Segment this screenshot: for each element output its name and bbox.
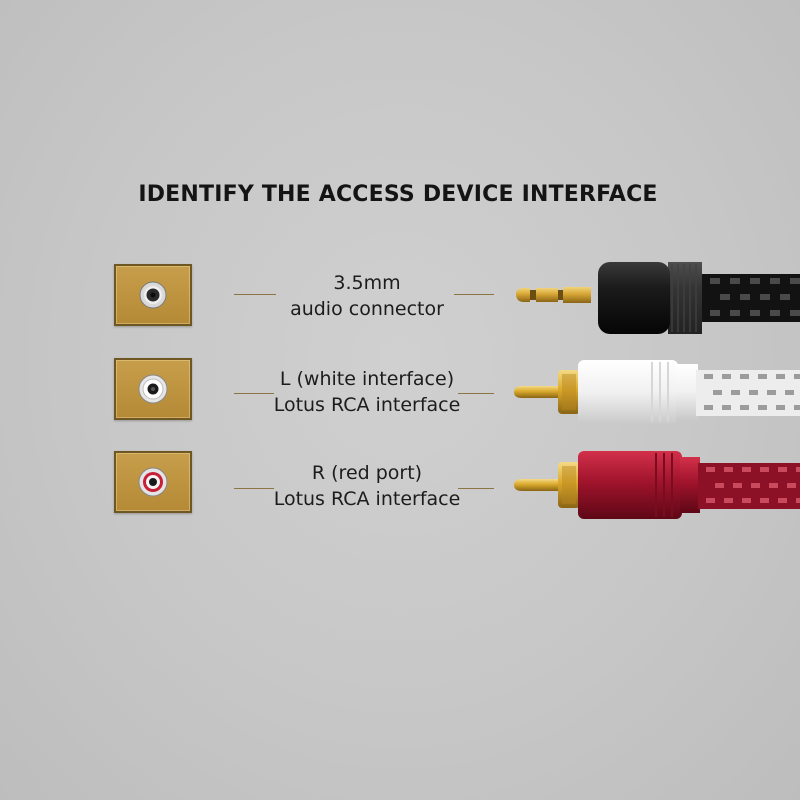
rca-white-plug-icon — [500, 342, 800, 442]
row-label-3.5mm: 3.5mm audio connector — [222, 270, 512, 322]
leader-line-right — [458, 488, 494, 489]
rca-red-port-icon — [114, 451, 192, 513]
leader-line-left — [234, 294, 276, 295]
row-label-right-red: R (red port) Lotus RCA interface — [222, 460, 512, 512]
label-line-1: R (red port) — [311, 462, 423, 484]
label-line-2: Lotus RCA interface — [273, 394, 461, 416]
label-line-2: audio connector — [290, 298, 444, 320]
3.5mm-plug-icon — [500, 250, 800, 340]
rca-red-plug-icon — [500, 435, 800, 535]
rca-white-port-icon — [114, 358, 192, 420]
label-line-1: 3.5mm — [333, 272, 401, 294]
page-title: IDENTIFY THE ACCESS DEVICE INTERFACE — [138, 182, 658, 207]
leader-line-left — [234, 393, 274, 394]
label-line-1: L (white interface) — [279, 368, 455, 390]
label-line-2: Lotus RCA interface — [273, 488, 461, 510]
row-label-left-white: L (white interface) Lotus RCA interface — [222, 366, 512, 418]
jack-3.5mm-port-icon — [114, 264, 192, 326]
leader-line-right — [458, 393, 494, 394]
leader-line-left — [234, 488, 274, 489]
leader-line-right — [454, 294, 494, 295]
